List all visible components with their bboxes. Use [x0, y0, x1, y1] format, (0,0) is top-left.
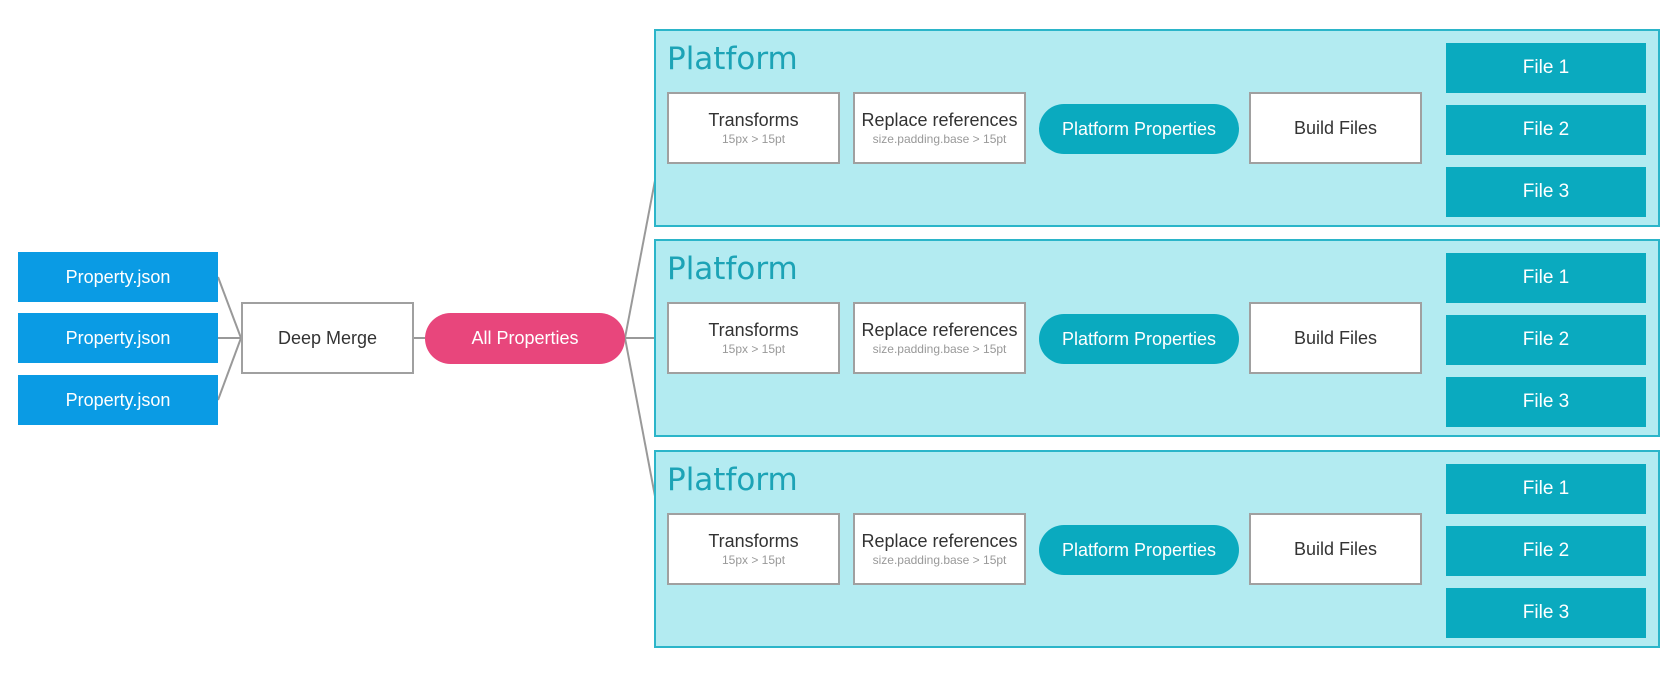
replace-references-node: Replace references size.padding.base > 1…	[853, 302, 1026, 374]
file-label: File 3	[1522, 391, 1570, 412]
platform-container-2: Platform Transforms 15px > 15pt Replace …	[654, 239, 1660, 437]
build-files-node: Build Files	[1249, 92, 1422, 164]
replace-references-node: Replace references size.padding.base > 1…	[853, 513, 1026, 585]
file-node-2: File 2	[1446, 315, 1646, 365]
platform-properties-label: Platform Properties	[1061, 118, 1217, 139]
transforms-example: 15px > 15pt	[721, 553, 786, 567]
transforms-node: Transforms 15px > 15pt	[667, 513, 840, 585]
build-files-label: Build Files	[1293, 539, 1378, 559]
platform-container-1: Platform Transforms 15px > 15pt Replace …	[654, 29, 1660, 227]
transforms-node: Transforms 15px > 15pt	[667, 302, 840, 374]
build-files-label: Build Files	[1293, 118, 1378, 138]
transforms-label: Transforms	[708, 320, 799, 340]
platform-title: Platform	[667, 251, 798, 287]
transforms-example: 15px > 15pt	[721, 342, 786, 356]
build-files-node: Build Files	[1249, 302, 1422, 374]
source-property-json-1: Property.json	[18, 252, 218, 302]
platform-container-3: Platform Transforms 15px > 15pt Replace …	[654, 450, 1660, 648]
transforms-label: Transforms	[708, 531, 799, 551]
replace-references-label: Replace references	[861, 320, 1018, 340]
file-label: File 3	[1522, 602, 1570, 623]
platform-properties-node: Platform Properties	[1039, 314, 1239, 364]
file-label: File 2	[1522, 329, 1570, 350]
file-node-2: File 2	[1446, 526, 1646, 576]
file-label: File 2	[1522, 119, 1570, 140]
source-property-json-3: Property.json	[18, 375, 218, 425]
platform-properties-label: Platform Properties	[1061, 539, 1217, 560]
deep-merge-label: Deep Merge	[277, 327, 378, 348]
replace-references-label: Replace references	[861, 110, 1018, 130]
file-node-1: File 1	[1446, 253, 1646, 303]
file-label: File 2	[1522, 540, 1570, 561]
platform-title: Platform	[667, 41, 798, 77]
replace-references-example: size.padding.base > 15pt	[872, 553, 1007, 567]
all-properties-label: All Properties	[471, 328, 579, 348]
platform-properties-node: Platform Properties	[1039, 104, 1239, 154]
platform-properties-node: Platform Properties	[1039, 525, 1239, 575]
build-files-node: Build Files	[1249, 513, 1422, 585]
replace-references-example: size.padding.base > 15pt	[872, 132, 1007, 146]
platform-title: Platform	[667, 462, 798, 498]
build-files-label: Build Files	[1293, 328, 1378, 348]
file-label: File 1	[1522, 267, 1570, 288]
source-label: Property.json	[65, 327, 171, 348]
transforms-label: Transforms	[708, 110, 799, 130]
replace-references-example: size.padding.base > 15pt	[872, 342, 1007, 356]
replace-references-node: Replace references size.padding.base > 1…	[853, 92, 1026, 164]
source-property-json-2: Property.json	[18, 313, 218, 363]
file-label: File 1	[1522, 478, 1570, 499]
file-node-2: File 2	[1446, 105, 1646, 155]
file-node-3: File 3	[1446, 588, 1646, 638]
source-label: Property.json	[65, 389, 171, 410]
source-label: Property.json	[65, 266, 171, 287]
file-node-1: File 1	[1446, 43, 1646, 93]
file-label: File 1	[1522, 57, 1570, 78]
file-node-3: File 3	[1446, 377, 1646, 427]
file-node-3: File 3	[1446, 167, 1646, 217]
replace-references-label: Replace references	[861, 531, 1018, 551]
all-properties-node: All Properties	[425, 313, 625, 364]
file-node-1: File 1	[1446, 464, 1646, 514]
transforms-example: 15px > 15pt	[721, 132, 786, 146]
platform-properties-label: Platform Properties	[1061, 328, 1217, 349]
deep-merge-node: Deep Merge	[241, 302, 414, 374]
transforms-node: Transforms 15px > 15pt	[667, 92, 840, 164]
file-label: File 3	[1522, 181, 1570, 202]
